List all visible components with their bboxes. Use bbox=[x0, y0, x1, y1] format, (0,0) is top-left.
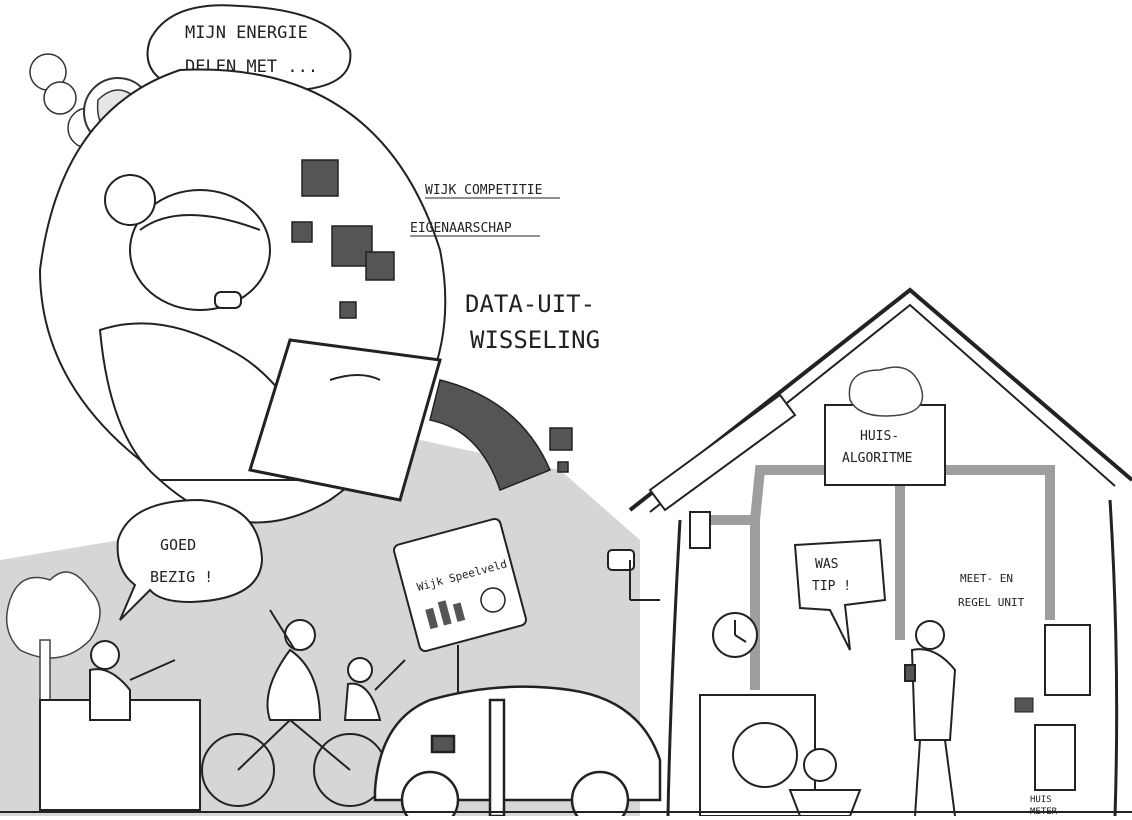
label-data-uit: DATA-UIT- bbox=[465, 290, 595, 318]
algorithm-box bbox=[825, 405, 945, 485]
charging-pole bbox=[490, 700, 504, 816]
meter-unit-line2: REGEL UNIT bbox=[958, 596, 1025, 609]
label-wisseling: WISSELING bbox=[470, 326, 600, 354]
thought-bubble-line1: MIJN ENERGIE bbox=[185, 23, 308, 43]
home-meter bbox=[1035, 725, 1075, 790]
woman-bubble bbox=[40, 70, 445, 523]
wash-tip-line1: WAS bbox=[815, 557, 838, 572]
hair-bun bbox=[105, 175, 155, 225]
home-meter-line1: HUIS bbox=[1030, 795, 1052, 805]
man-with-phone bbox=[905, 621, 955, 816]
electric-car bbox=[375, 687, 660, 816]
glasses-icon bbox=[215, 292, 241, 308]
cloud-brain-icon bbox=[849, 367, 922, 416]
wash-tip-bubble: WAS TIP ! bbox=[795, 540, 885, 650]
label-wijk-competitie: WIJK COMPETITIE bbox=[425, 183, 542, 198]
algorithm-line2: ALGORITME bbox=[842, 451, 912, 466]
wash-tip-line2: TIP ! bbox=[812, 579, 851, 594]
good-bubble-line1: GOED bbox=[160, 536, 196, 554]
solar-panel-icon bbox=[650, 395, 795, 510]
algorithm-line1: HUIS- bbox=[860, 429, 899, 444]
good-bubble-line2: BEZIG ! bbox=[150, 568, 213, 586]
label-eigenaarschap: EIGENAARSCHAP bbox=[410, 221, 512, 236]
meter-unit: MEET- EN REGEL UNIT HUIS METER bbox=[958, 572, 1090, 816]
meter-unit-line1: MEET- EN bbox=[960, 572, 1013, 585]
